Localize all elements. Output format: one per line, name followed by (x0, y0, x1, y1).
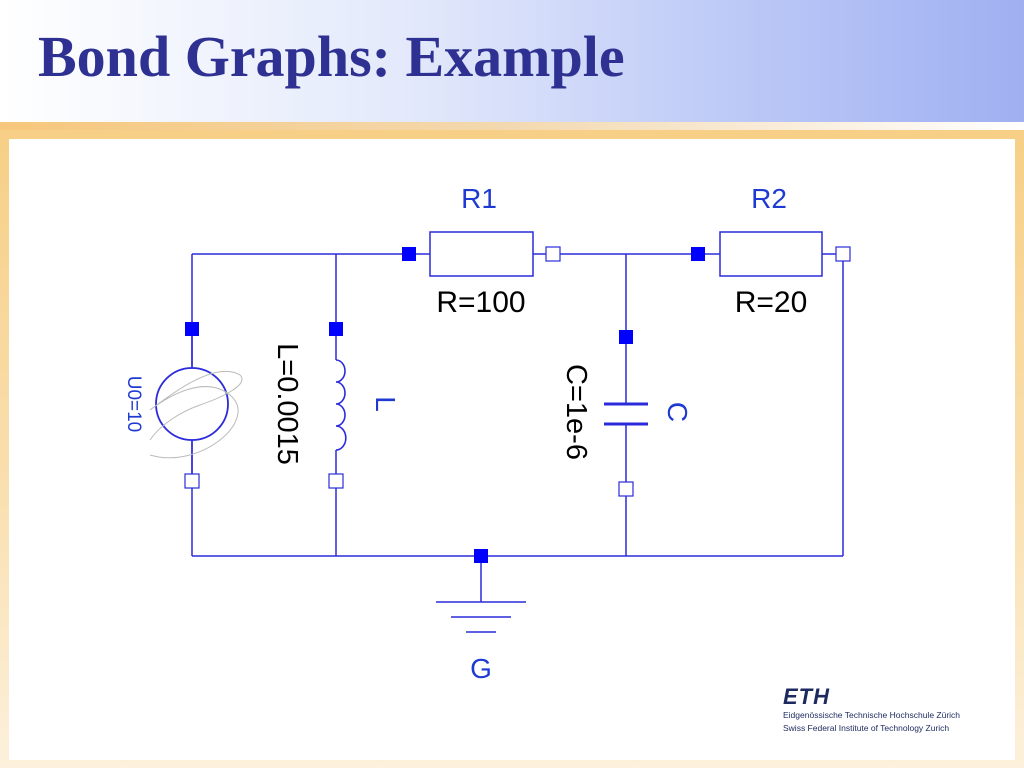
r2-param-label: R=20 (735, 286, 808, 319)
inductor (335, 359, 347, 451)
port-source-bottom (184, 473, 200, 489)
slide-header: Bond Graphs: Example (0, 0, 1024, 122)
inductor-param-label: L=0.0015 (271, 343, 303, 465)
resistor-r2-body (719, 231, 823, 277)
eth-logo: ETH (783, 685, 830, 707)
port-capacitor-bottom (618, 481, 634, 497)
port-r2-right (835, 246, 851, 262)
capacitor-name-label: C (662, 402, 693, 422)
voltage-source (149, 329, 243, 481)
port-capacitor-top (619, 330, 633, 344)
ground-name-label: G (470, 653, 492, 684)
capacitor (604, 402, 648, 426)
port-source-top (185, 322, 199, 336)
inductor-name-label: L (370, 396, 401, 412)
labels: R1 R=100 R2 R=20 U0=10 L=0.0015 L C=1e-6… (123, 183, 807, 684)
port-inductor-bottom (328, 473, 344, 489)
source-param-label: U0=10 (123, 376, 144, 433)
ports (184, 246, 851, 563)
institution-name-en: Swiss Federal Institute of Technology Zu… (783, 723, 950, 733)
resistor-r1 (409, 231, 553, 277)
slide-title: Bond Graphs: Example (38, 24, 625, 89)
r1-param-label: R=100 (436, 286, 525, 319)
r2-name-label: R2 (751, 183, 787, 214)
port-r2-left (691, 247, 705, 261)
eth-logo-text: ETH (783, 685, 830, 707)
sine-wave-icon (149, 370, 243, 459)
resistor-r2 (698, 231, 843, 277)
port-ground (474, 549, 488, 563)
r1-name-label: R1 (461, 183, 497, 214)
port-r1-left (402, 247, 416, 261)
port-inductor-top (329, 322, 343, 336)
capacitor-param-label: C=1e-6 (560, 364, 592, 460)
port-r1-right (545, 246, 561, 262)
resistor-r1-body (429, 231, 534, 277)
institution-name-de: Eidgenössische Technische Hochschule Zür… (783, 710, 961, 720)
voltage-source-body (155, 367, 229, 441)
header-divider (0, 122, 1024, 130)
ground-symbol (436, 601, 526, 633)
inductor-coil (335, 359, 347, 451)
